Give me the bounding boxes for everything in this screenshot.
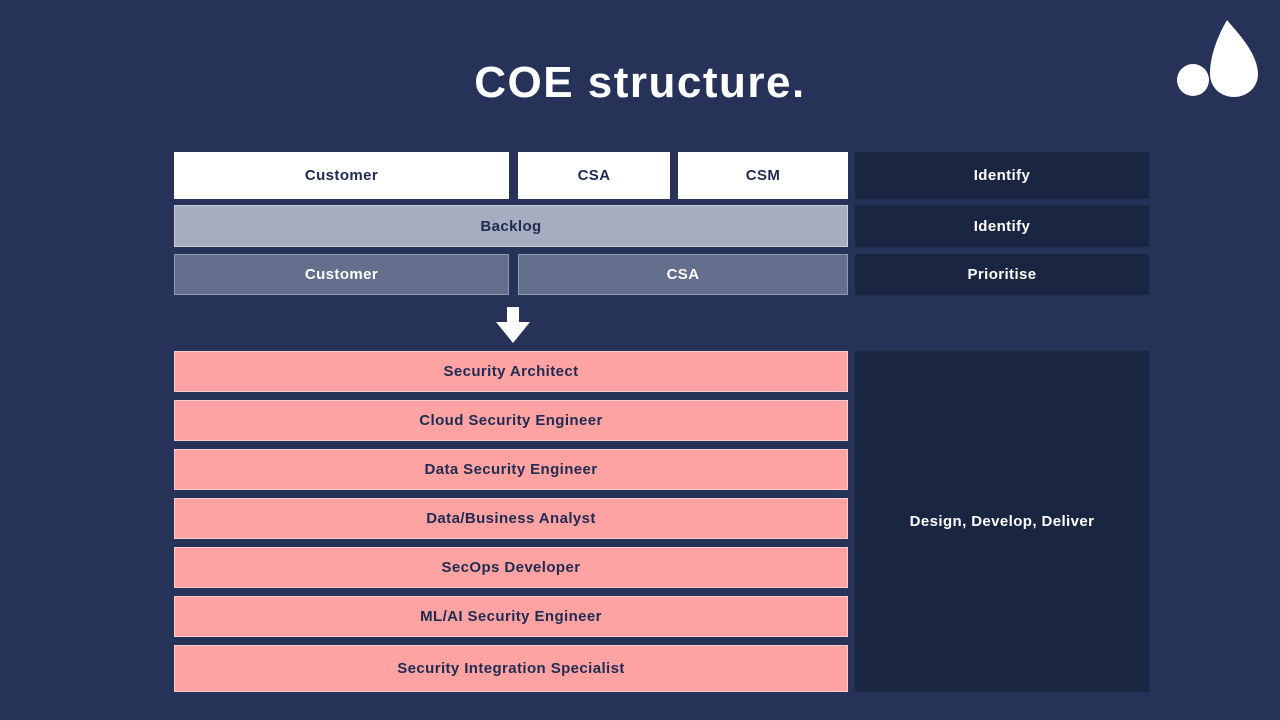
role-label: Security Integration Specialist [397,660,625,677]
flow-box-label: CSA [666,266,700,283]
avanade-logo-icon [1176,18,1260,102]
flow-box-label: CSM [745,167,781,184]
page-title: COE structure. [474,58,806,107]
stage-box-design-develop-deliver: Design, Develop, Deliver [855,351,1149,692]
stage-box-prioritise: Prioritise [855,254,1149,295]
flow-box-label: Customer [304,167,379,184]
stage-label: Identify [973,217,1031,235]
flow-box-label: Backlog [480,217,542,235]
flow-box-customer-2: Customer [174,254,509,295]
flow-box-customer: Customer [174,152,509,199]
flow-box-backlog: Backlog [174,205,848,247]
role-label: Data Security Engineer [424,461,598,478]
role-box-security-architect: Security Architect [174,351,848,392]
stage-label: Design, Develop, Deliver [909,513,1095,530]
flow-box-csa-2: CSA [518,254,848,295]
role-box-ml-ai-security-engineer: ML/AI Security Engineer [174,596,848,637]
role-box-security-integration-specialist: Security Integration Specialist [174,645,848,692]
role-label: Cloud Security Engineer [419,412,603,429]
role-label: SecOps Developer [441,559,581,576]
flow-box-csa: CSA [518,152,670,199]
role-label: Security Architect [443,363,579,380]
stage-label: Identify [973,167,1031,184]
role-label: ML/AI Security Engineer [420,608,602,625]
stage-label: Prioritise [967,266,1037,283]
stage-box-identify-2: Identify [855,205,1149,247]
flow-box-label: Customer [304,266,379,283]
flow-box-csm: CSM [678,152,848,199]
flow-box-label: CSA [577,167,611,184]
role-label: Data/Business Analyst [426,510,596,527]
role-box-data-business-analyst: Data/Business Analyst [174,498,848,539]
down-arrow-icon [496,307,530,343]
role-box-cloud-security-engineer: Cloud Security Engineer [174,400,848,441]
stage-box-identify-1: Identify [855,152,1149,199]
role-box-secops-developer: SecOps Developer [174,547,848,588]
role-box-data-security-engineer: Data Security Engineer [174,449,848,490]
